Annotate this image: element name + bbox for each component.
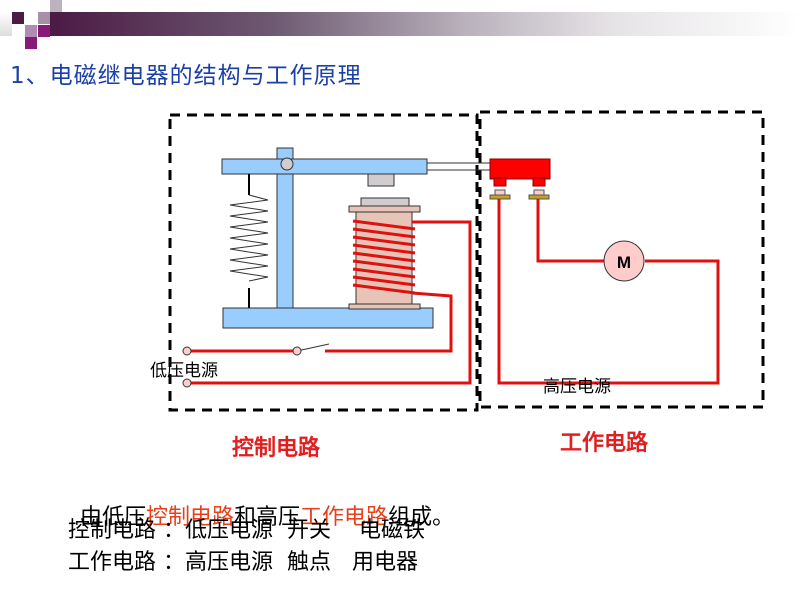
coil-flange-top [348, 205, 421, 213]
summary-highlight: 控制电路 [146, 505, 235, 530]
high-voltage-source-label: 高压电源 [543, 377, 611, 397]
summary-line-3: 工作电路 ：高压电源 触点 用电器 [68, 550, 418, 575]
relay-base [222, 307, 434, 329]
deco-square [38, 25, 50, 37]
coil-flange-bottom [348, 303, 421, 310]
pivot [280, 157, 294, 171]
summary-line-2: 控制电路 ：低压电源 开关 电磁铁 [68, 518, 425, 543]
working-wire [497, 199, 720, 385]
switch-blade [296, 343, 330, 352]
control-circuit-label: 控制电路 [232, 436, 321, 461]
control-wire [325, 291, 453, 353]
summary-text: 由低压 [80, 505, 147, 530]
summary-text: 和高压 [234, 505, 301, 530]
working-circuit-box [478, 110, 765, 409]
coil-windings [352, 219, 416, 295]
page-title: 1、电磁继电器的结构与工作原理 [10, 63, 362, 89]
deco-square [25, 25, 37, 37]
working-circuit-label: 工作电路 [560, 431, 649, 456]
deco-square [25, 37, 37, 49]
control-circuit-box [168, 113, 479, 412]
summary-line-1: 由低压控制电路和高压工作电路组成。 [66, 474, 454, 531]
spring [229, 194, 269, 282]
control-wire [188, 220, 472, 385]
deco-square [38, 12, 50, 24]
summary-text: 组成。 [388, 505, 455, 530]
deco-square [12, 12, 24, 24]
motor-label: M [617, 253, 631, 272]
low-voltage-source-label: 低压电源 [150, 361, 218, 381]
working-wire [536, 199, 604, 263]
switch-pivot [292, 346, 302, 356]
deco-square [0, 12, 12, 36]
moving-contact [489, 158, 551, 180]
deco-square [50, 0, 62, 12]
armature-block [367, 173, 395, 187]
motor [603, 240, 645, 282]
terminal [182, 378, 192, 388]
core-top [360, 197, 410, 207]
header-gradient-bar [50, 12, 800, 36]
armature [221, 158, 428, 175]
relay-post [276, 147, 294, 309]
terminal [182, 346, 192, 356]
summary-highlight: 工作电路 [300, 505, 389, 530]
